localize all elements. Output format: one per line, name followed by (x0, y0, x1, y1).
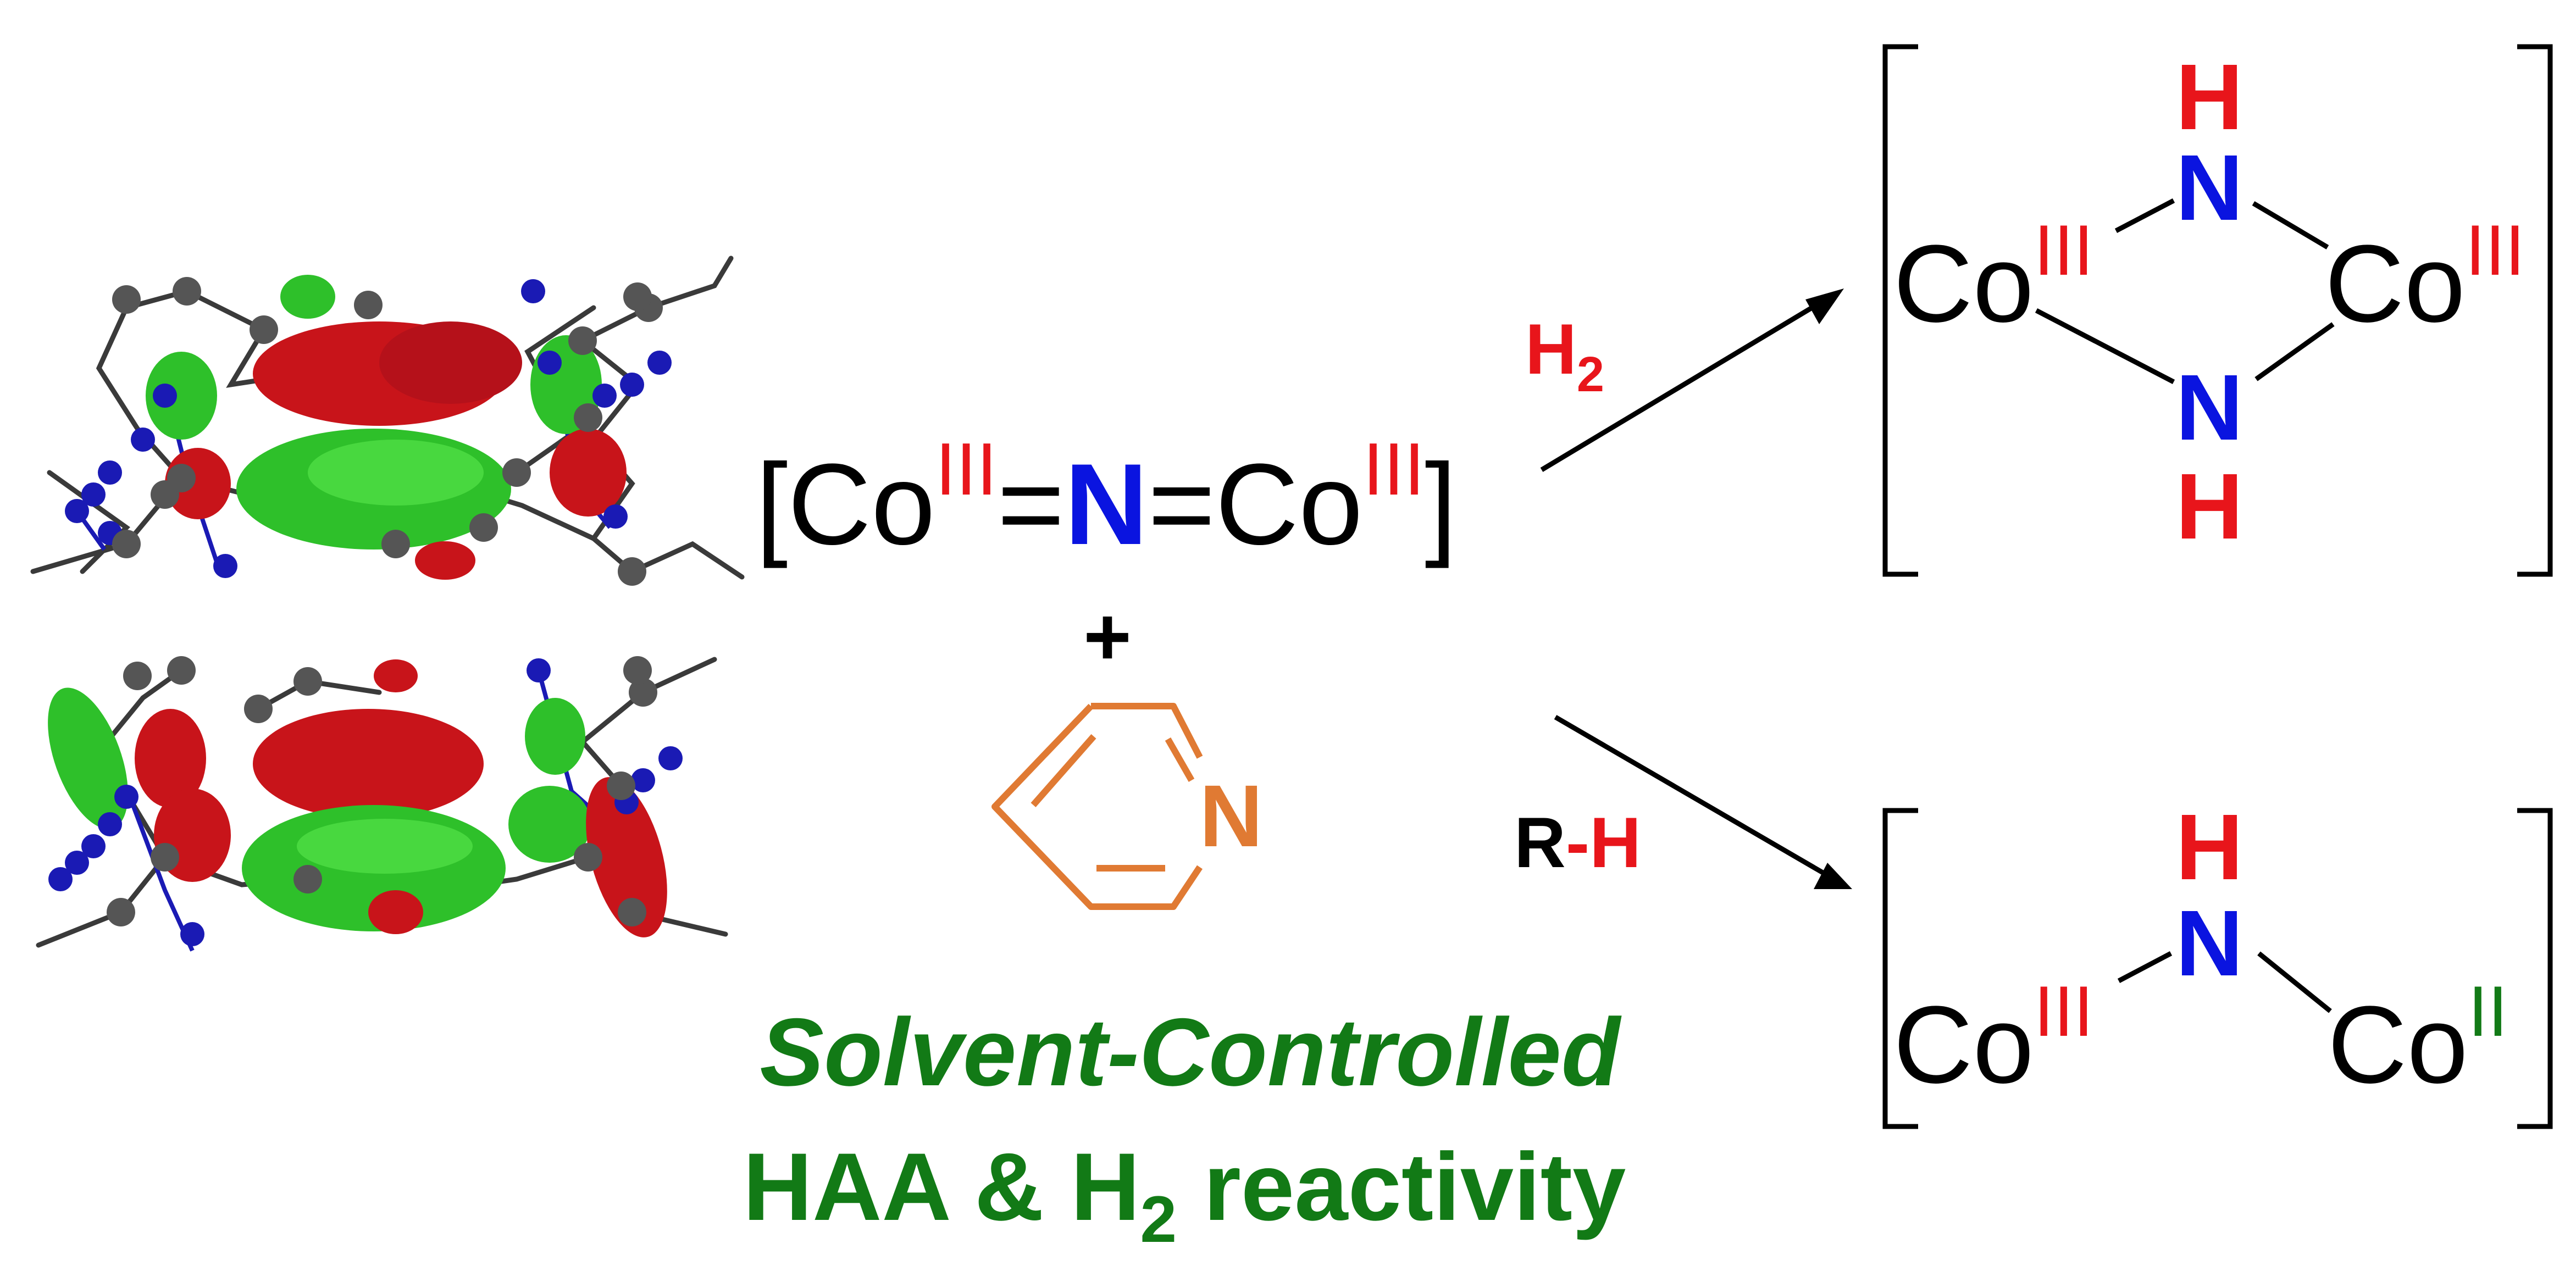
pyridine-nitrogen: N (1199, 767, 1263, 865)
reagent-h2: H2 (1525, 309, 1604, 402)
metal-right: Co (1215, 440, 1362, 569)
caption: Solvent-Controlled HAA & H2 reactivity (743, 999, 1626, 1256)
caption-line1: Solvent-Controlled (760, 999, 1621, 1106)
orbital-image-bottom (36, 656, 728, 952)
reagent-rh: R-H (1514, 802, 1641, 883)
h-top-bottom: H (2176, 795, 2243, 900)
co-left: CoIII (1893, 210, 2093, 345)
product-bottom: H N CoIII CoII (1882, 795, 2553, 1129)
plus-sign: + (1083, 590, 1132, 682)
n-top: N (2176, 136, 2243, 240)
bracket-close: ] (1425, 440, 1456, 569)
h-bottom: H (2176, 454, 2243, 559)
h-top: H (2176, 45, 2243, 149)
co-right: CoIII (2325, 210, 2525, 345)
nitrogen: N (1065, 440, 1148, 569)
double-bond-right: = (1148, 440, 1216, 569)
double-bond-left: = (997, 440, 1065, 569)
pyridine: N (991, 703, 1263, 910)
bracket-open: [ (756, 440, 788, 569)
arrow-top: H2 (1525, 288, 1844, 472)
caption-line2: HAA & H2 reactivity (743, 1134, 1626, 1256)
n-bottom: N (2176, 356, 2243, 460)
arrow-bottom: R-H (1514, 715, 1852, 889)
product-top: H N N H CoIII CoIII (1882, 44, 2553, 577)
ox-state-left: III (935, 428, 998, 510)
orbital-image-top (30, 256, 745, 586)
reactant-formula: [CoIII=N=CoIII] (756, 428, 1457, 569)
ox-state-right: III (1363, 428, 1425, 510)
co-right-bottom: CoII (2328, 971, 2508, 1106)
co-left-bottom: CoIII (1893, 971, 2093, 1106)
svg-text:[CoIII=N=CoIII]: [CoIII=N=CoIII] (756, 428, 1457, 569)
metal-left: Co (788, 440, 935, 569)
n-center: N (2176, 891, 2243, 996)
